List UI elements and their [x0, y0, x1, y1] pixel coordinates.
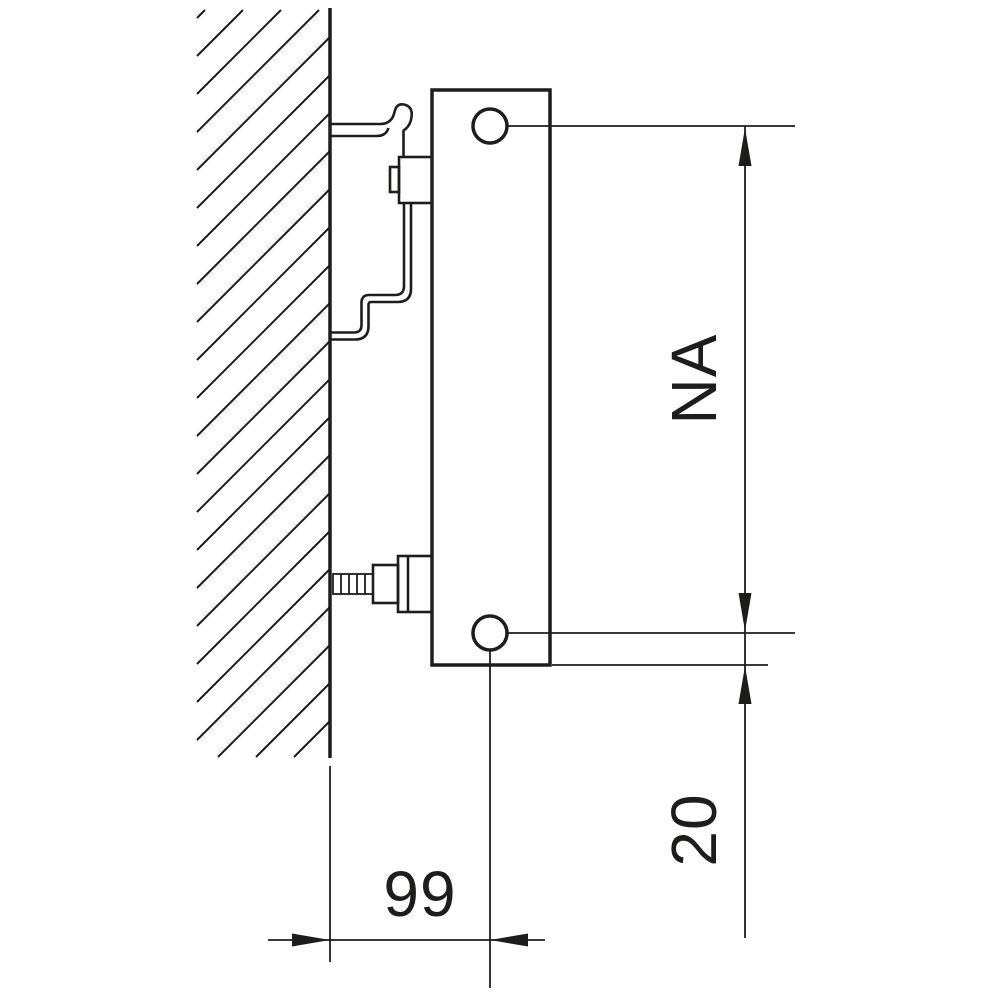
fixing-nut — [371, 563, 400, 605]
dim-20-label: 20 — [658, 793, 730, 866]
dim-20-arrow-up — [738, 666, 752, 704]
bracket-arm-lower-edge — [330, 127, 390, 138]
radiator-body — [430, 88, 552, 667]
dim-na-arrow-up — [738, 128, 752, 166]
bottom-pipe-connection — [471, 614, 509, 652]
dim-na-arrow-down — [738, 593, 752, 631]
top-pipe-connection — [471, 107, 509, 145]
fixing-clamp-block — [396, 554, 434, 614]
bracket-clamp-tab — [388, 165, 401, 194]
fixing-rod — [332, 573, 374, 595]
bracket-clamp-block — [397, 155, 434, 205]
bracket-lower-profile-outer — [330, 203, 406, 334]
wall-hatching — [196, 9, 331, 758]
bracket-lower-profile-inner — [330, 203, 413, 341]
dim-na-label: NA — [658, 334, 730, 425]
bracket-hook — [330, 102, 414, 158]
dim-99-arrow-right — [490, 933, 528, 947]
dim-99-arrow-left — [292, 933, 330, 947]
dim-99-label: 99 — [383, 858, 456, 930]
